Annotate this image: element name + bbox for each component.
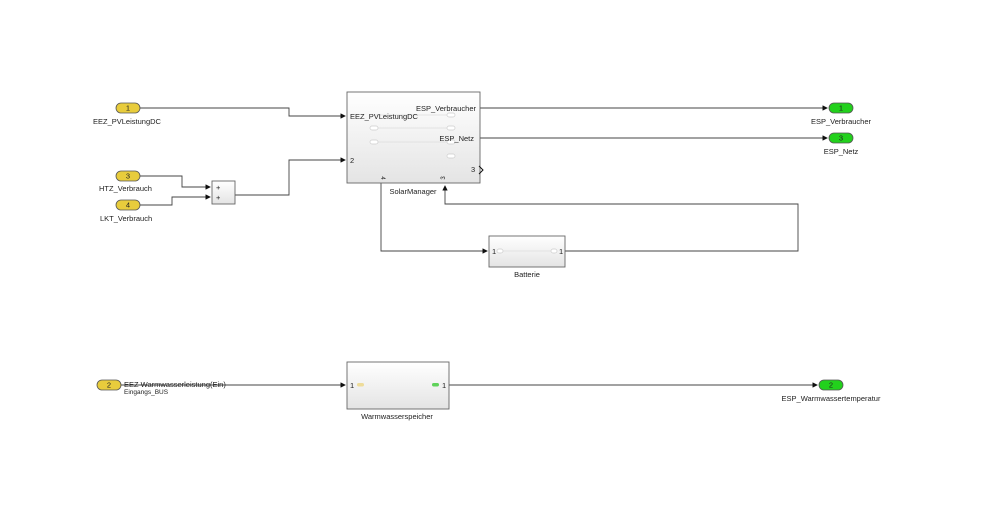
warmwasserspeicher-block[interactable]: 1 1 (346, 361, 450, 410)
port-label-in: 1 (350, 381, 354, 390)
inport-eez-pvleistungdc[interactable]: 1 EEZ_PVLeistungDC (93, 102, 162, 126)
outport-label: ESP_Verbraucher (811, 117, 872, 126)
port-label-esp-verbraucher: ESP_Verbraucher (416, 104, 477, 113)
signal-lines (121, 105, 828, 388)
inport-number: 1 (126, 104, 130, 113)
inport-number: 3 (126, 172, 130, 181)
solarmanager-block[interactable]: EEZ_PVLeistungDC 2 ESP_Verbraucher ESP_N… (346, 91, 484, 184)
outport-esp-verbraucher[interactable]: 1 ESP_Verbraucher (811, 102, 872, 126)
batterie-name: Batterie (514, 270, 540, 279)
warmwasserspeicher-name: Warmwasserspeicher (361, 412, 433, 421)
outport-number: 3 (839, 134, 843, 143)
port-label-esp-netz: ESP_Netz (439, 134, 474, 143)
inport-eingangs-bus[interactable]: 2 EEZ Warmwasserleistung(Ein) Eingangs_B… (96, 379, 226, 396)
outport-number: 2 (829, 381, 833, 390)
line-htz-to-sum[interactable] (140, 175, 211, 190)
port-label-bottom-3: 3 (441, 176, 447, 180)
sum-sign-2: + (216, 193, 221, 202)
line-solarmanager-to-batterie[interactable] (380, 183, 488, 254)
port-label-bottom-4: 4 (379, 176, 385, 180)
line-pv-to-solarmanager[interactable] (140, 107, 346, 119)
inport-label: EEZ_PVLeistungDC (93, 117, 162, 126)
batterie-block[interactable]: 1 1 (488, 235, 566, 268)
line-sum-to-solarmanager[interactable] (235, 157, 346, 196)
line-batterie-feedback[interactable] (442, 185, 799, 252)
port-label-out: 1 (442, 381, 446, 390)
port-label-in-2: 2 (350, 156, 354, 165)
outport-label: ESP_Warmwassertemperatur (782, 394, 881, 403)
outport-number: 1 (839, 104, 843, 113)
sum-block[interactable]: + + (211, 180, 236, 205)
inport-label: Eingangs_BUS (124, 389, 169, 396)
inport-number: 2 (107, 381, 111, 390)
inport-lkt-verbrauch[interactable]: 4 LKT_Verbrauch (100, 199, 152, 223)
inport-label: LKT_Verbrauch (100, 214, 152, 223)
line-lkt-to-sum[interactable] (140, 194, 211, 206)
chevron-right-icon (478, 165, 484, 175)
signal-label: EEZ Warmwasserleistung(Ein) (124, 380, 226, 389)
port-label-out: 1 (559, 247, 563, 256)
inport-number: 4 (126, 201, 130, 210)
port-label-in: 1 (492, 247, 496, 256)
sum-sign-1: + (216, 183, 221, 192)
solarmanager-name: SolarManager (389, 187, 437, 196)
port-label-out-3: 3 (471, 165, 475, 174)
outport-esp-warmwassertemperatur[interactable]: 2 ESP_Warmwassertemperatur (782, 379, 881, 403)
port-label-eez-pvleistungdc: EEZ_PVLeistungDC (350, 112, 419, 121)
outport-label: ESP_Netz (824, 147, 859, 156)
inport-label: HTZ_Verbrauch (99, 184, 152, 193)
inport-htz-verbrauch[interactable]: 3 HTZ_Verbrauch (99, 170, 152, 193)
outport-esp-netz[interactable]: 3 ESP_Netz (824, 132, 859, 156)
